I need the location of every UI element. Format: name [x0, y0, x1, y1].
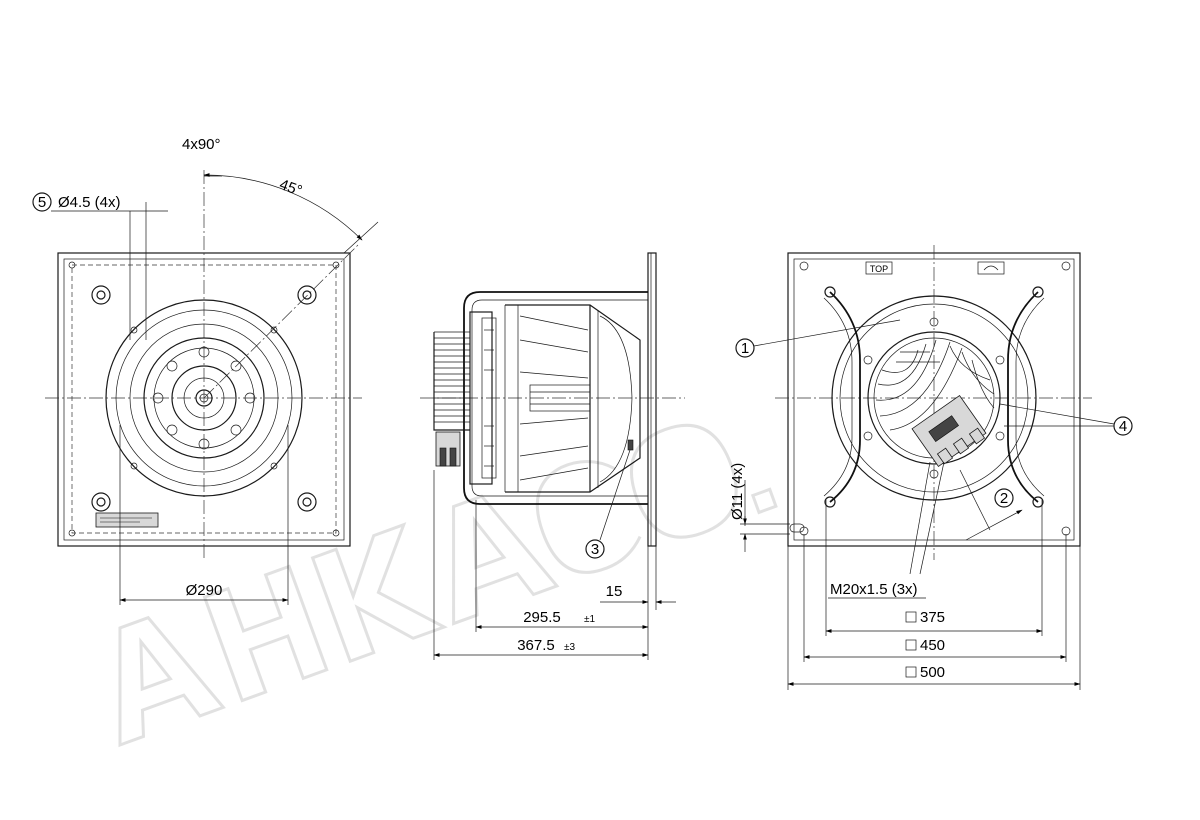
mount-slot: [789, 523, 805, 533]
callout-5-circle: [32, 192, 52, 212]
depth-inner-tol: ±1: [584, 614, 595, 625]
callout-3: 3: [591, 541, 599, 558]
callout-2: 2: [1000, 490, 1008, 507]
watermark: [118, 423, 778, 748]
callout-1: 1: [741, 340, 749, 357]
cooling-fins: [434, 331, 470, 423]
cable-gland-label: M20x1.5 (3x): [830, 581, 918, 598]
dim-450-label: 450: [920, 637, 945, 654]
dim-500-label: 500: [920, 664, 945, 681]
angle-offset-label: 45°: [277, 176, 304, 200]
hole-spec-label: Ø4.5 (4x): [58, 194, 121, 211]
depth-inner-label: 295.5: [523, 609, 561, 626]
front-diameter-label: Ø290: [186, 582, 223, 599]
side-flange: [647, 252, 657, 547]
front-studs: [91, 285, 317, 512]
callout-2-circle: [994, 488, 1014, 508]
front-view: 5 Ø4.5 (4x) 4x90° 45° Ø290: [32, 136, 379, 605]
electronics-box: [435, 431, 461, 467]
depth-total-tol: ±3: [564, 642, 575, 653]
motor-housing: [867, 331, 1001, 465]
top-label: TOP: [870, 264, 888, 274]
cable-glands: [936, 427, 986, 465]
callout-5: 5: [38, 194, 46, 211]
depth-total-label: 367.5: [517, 637, 555, 654]
flange-dim-label: 15: [606, 583, 623, 600]
callout-3-circle: [585, 539, 605, 559]
rear-view: TOP 1 4 2 M20x1.5 (3x) Ø11 (4x): [729, 245, 1133, 690]
dim-375-label: 375: [920, 609, 945, 626]
mount-hole-label: Ø11 (4x): [729, 463, 746, 520]
angle-count-label: 4x90°: [182, 136, 221, 153]
nameplate: [95, 512, 159, 528]
motor-fins: [875, 339, 995, 431]
callout-4: 4: [1119, 418, 1127, 435]
top-marker: [865, 261, 893, 275]
callout-1-circle: [735, 338, 755, 358]
rotation-symbol: [977, 261, 1005, 275]
side-view: 3 15 295.5 ±1 367.5 ±3: [420, 252, 685, 660]
